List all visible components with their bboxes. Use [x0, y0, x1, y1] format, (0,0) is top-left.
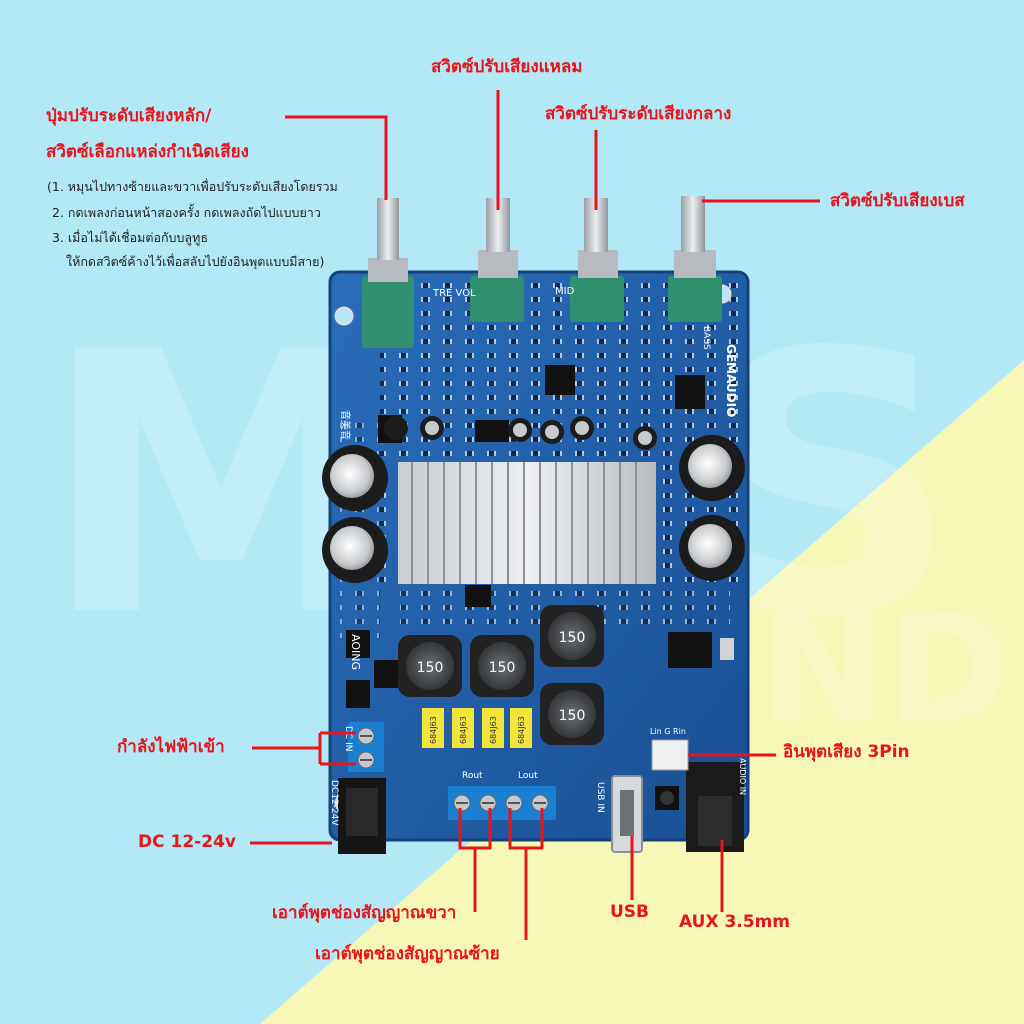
- note-line-3: 3. เมื่อไม่ได้เชื่อมต่อกับบลูทูธ: [52, 230, 208, 245]
- inductor: 150: [398, 635, 462, 697]
- capacitor-large: [679, 515, 745, 581]
- crystal: [720, 638, 734, 660]
- capacitor-large: [322, 517, 388, 583]
- film-capacitor: [422, 708, 444, 748]
- svg-text:音美音: 音美音: [339, 410, 352, 440]
- svg-text:TRE VOL: TRE VOL: [432, 288, 476, 299]
- label-treble: สวิตซ์ปรับเสียงแหลม: [431, 57, 583, 77]
- inductor: 150: [540, 683, 604, 745]
- label-left-output: เอาต์พุตช่องสัญญาณซ้าย: [315, 944, 500, 964]
- svg-text:BASS: BASS: [701, 326, 711, 350]
- capacitor-large: [322, 445, 388, 511]
- label-dc: DC 12-24v: [138, 832, 236, 852]
- svg-text:Lin G Rin: Lin G Rin: [650, 727, 686, 736]
- svg-text:150: 150: [559, 708, 586, 724]
- svg-text:684J63: 684J63: [459, 716, 468, 744]
- film-capacitor: [510, 708, 532, 748]
- inductor: 150: [470, 635, 534, 697]
- speaker-output-terminal: [448, 786, 556, 820]
- potentiometer-bass: [668, 196, 722, 322]
- bluetooth-ic: [668, 632, 712, 668]
- svg-text:Lout: Lout: [518, 771, 538, 781]
- 3pin-connector: [651, 739, 689, 771]
- inductor: 150: [540, 605, 604, 667]
- note-line-4: ให้กดสวิตซ์ค้างไว้เพื่อสลับไปยังอินพุตแบ…: [66, 254, 325, 269]
- label-power-in: กำลังไฟฟ้าเข้า: [117, 737, 225, 757]
- svg-text:AOING: AOING: [349, 634, 362, 670]
- label-right-output: เอาต์พุตช่องสัญญาณขวา: [272, 903, 457, 923]
- svg-text:MID: MID: [555, 286, 575, 297]
- note-line-2: 2. กดเพลงก่อนหน้าสองครั้ง กดเพลงถัดไปแบบ…: [52, 205, 321, 220]
- label-usb: USB: [610, 902, 650, 922]
- label-source-switch: สวิตซ์เลือกแหล่งกำเนิดเสียง: [46, 142, 249, 162]
- label-main-volume: ปุ่มปรับระดับเสียงหลัก/: [46, 106, 212, 126]
- film-capacitor: [452, 708, 474, 748]
- note-line-1: (1. หมุนไปทางซ้ายและขวาเพื่อปรับระดับเสี…: [47, 179, 338, 194]
- ic-chip: [545, 365, 575, 395]
- svg-text:GEMAUDIO: GEMAUDIO: [724, 344, 738, 417]
- label-bass: สวิตซ์ปรับเสียงเบส: [830, 191, 965, 211]
- leader-lines: [250, 90, 820, 940]
- capacitor-large: [679, 435, 745, 501]
- svg-text:AUDIO IN: AUDIO IN: [738, 758, 747, 795]
- svg-text:USB IN: USB IN: [595, 782, 605, 813]
- svg-text:Rout: Rout: [462, 771, 483, 781]
- svg-text:DC IN: DC IN: [343, 726, 353, 751]
- film-capacitor: [482, 708, 504, 748]
- potentiometer-volume: [362, 198, 414, 348]
- label-input-3pin: อินพุตเสียง 3Pin: [783, 742, 910, 762]
- leader-volume: [285, 115, 388, 200]
- label-mid: สวิตซ์ปรับระดับเสียงกลาง: [545, 104, 732, 124]
- mounting-hole: [334, 306, 354, 326]
- power-terminal: [348, 722, 384, 772]
- svg-text:150: 150: [417, 660, 444, 676]
- svg-text:150: 150: [489, 660, 516, 676]
- heatsink: [398, 462, 656, 584]
- svg-text:150: 150: [559, 630, 586, 646]
- svg-text:684J63: 684J63: [429, 716, 438, 744]
- label-aux: AUX 3.5mm: [679, 912, 791, 932]
- svg-text:684J63: 684J63: [517, 716, 526, 744]
- svg-text:684J63: 684J63: [489, 716, 498, 744]
- ic-chip: [675, 375, 705, 409]
- svg-text:DC12-24V: DC12-24V: [329, 780, 339, 826]
